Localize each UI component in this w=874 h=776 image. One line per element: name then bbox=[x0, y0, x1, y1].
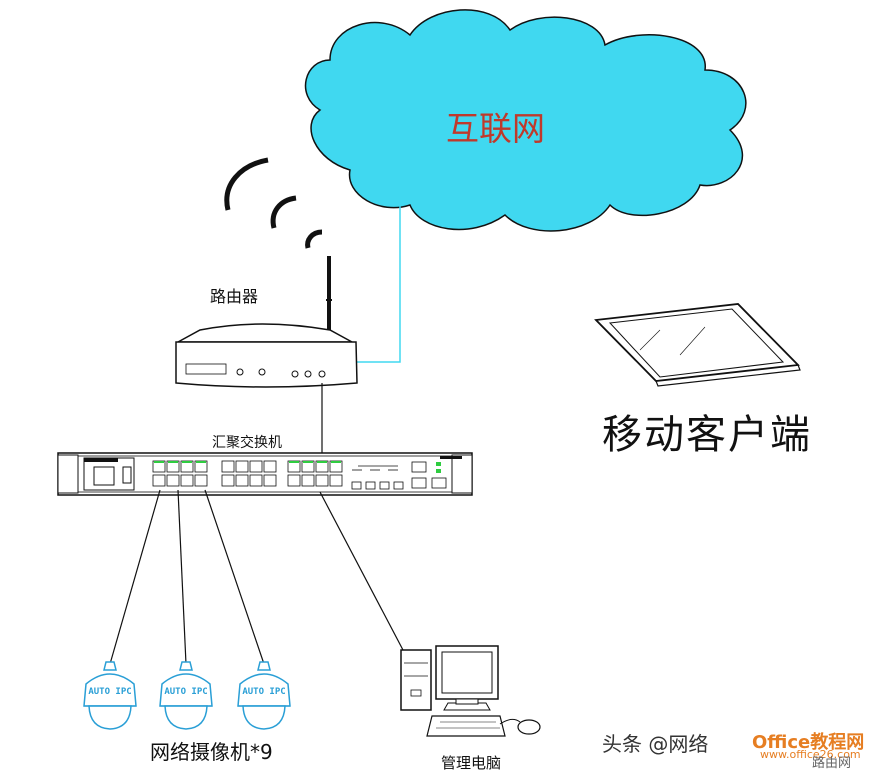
camera-badge: AUTO IPC bbox=[242, 687, 285, 697]
switch-port bbox=[152, 474, 166, 487]
aggregation-switch bbox=[57, 452, 473, 496]
port-led bbox=[182, 461, 192, 463]
camera-links bbox=[109, 489, 265, 665]
watermark-logo: Office教程网 bbox=[752, 732, 865, 753]
switch-port bbox=[235, 460, 249, 473]
watermark-text: 头条 @网络 bbox=[602, 732, 709, 756]
port-led bbox=[196, 461, 206, 463]
camera-badge: AUTO IPC bbox=[164, 687, 207, 697]
cloud-router-link bbox=[350, 205, 401, 363]
dome-camera-icon: AUTO IPC bbox=[237, 661, 291, 730]
dome-camera-icon: AUTO IPC bbox=[159, 661, 213, 730]
mobile-tablet-icon bbox=[594, 303, 801, 387]
switch-port bbox=[329, 474, 343, 487]
port-led bbox=[331, 461, 341, 463]
watermark-url: www.office26.com bbox=[760, 748, 861, 761]
port-led bbox=[289, 461, 299, 463]
switch-port bbox=[180, 474, 194, 487]
port-led bbox=[168, 461, 178, 463]
management-pc bbox=[400, 645, 541, 737]
switch-port bbox=[166, 474, 180, 487]
router-label: 路由器 bbox=[210, 287, 259, 306]
cameras-label: 网络摄像机*9 bbox=[150, 740, 273, 764]
internet-cloud bbox=[304, 9, 747, 232]
mobile-client-label: 移动客户端 bbox=[602, 412, 812, 458]
switch-label: 汇聚交换机 bbox=[212, 435, 282, 451]
watermark-site: 路由网 bbox=[812, 756, 852, 771]
switch-port bbox=[263, 460, 277, 473]
camera-badge: AUTO IPC bbox=[88, 687, 131, 697]
port-led bbox=[303, 461, 313, 463]
switch-port bbox=[194, 474, 208, 487]
port-led bbox=[154, 461, 164, 463]
switch-port bbox=[263, 474, 277, 487]
switch-port bbox=[287, 474, 301, 487]
camera-group: AUTO IPC AUTO IPC AUTO IPC bbox=[83, 661, 291, 730]
port-led bbox=[317, 461, 327, 463]
switch-port bbox=[249, 460, 263, 473]
pc-label: 管理电脑 bbox=[441, 754, 502, 772]
switch-port bbox=[249, 474, 263, 487]
switch-port bbox=[315, 474, 329, 487]
wireless-signal-icon bbox=[224, 157, 323, 249]
switch-port bbox=[221, 474, 235, 487]
dome-camera-icon: AUTO IPC bbox=[83, 661, 137, 730]
switch-port bbox=[301, 474, 315, 487]
internet-label: 互联网 bbox=[446, 109, 545, 148]
switch-port bbox=[235, 474, 249, 487]
switch-port bbox=[221, 460, 235, 473]
pc-link bbox=[319, 491, 404, 651]
router-device bbox=[175, 256, 358, 460]
